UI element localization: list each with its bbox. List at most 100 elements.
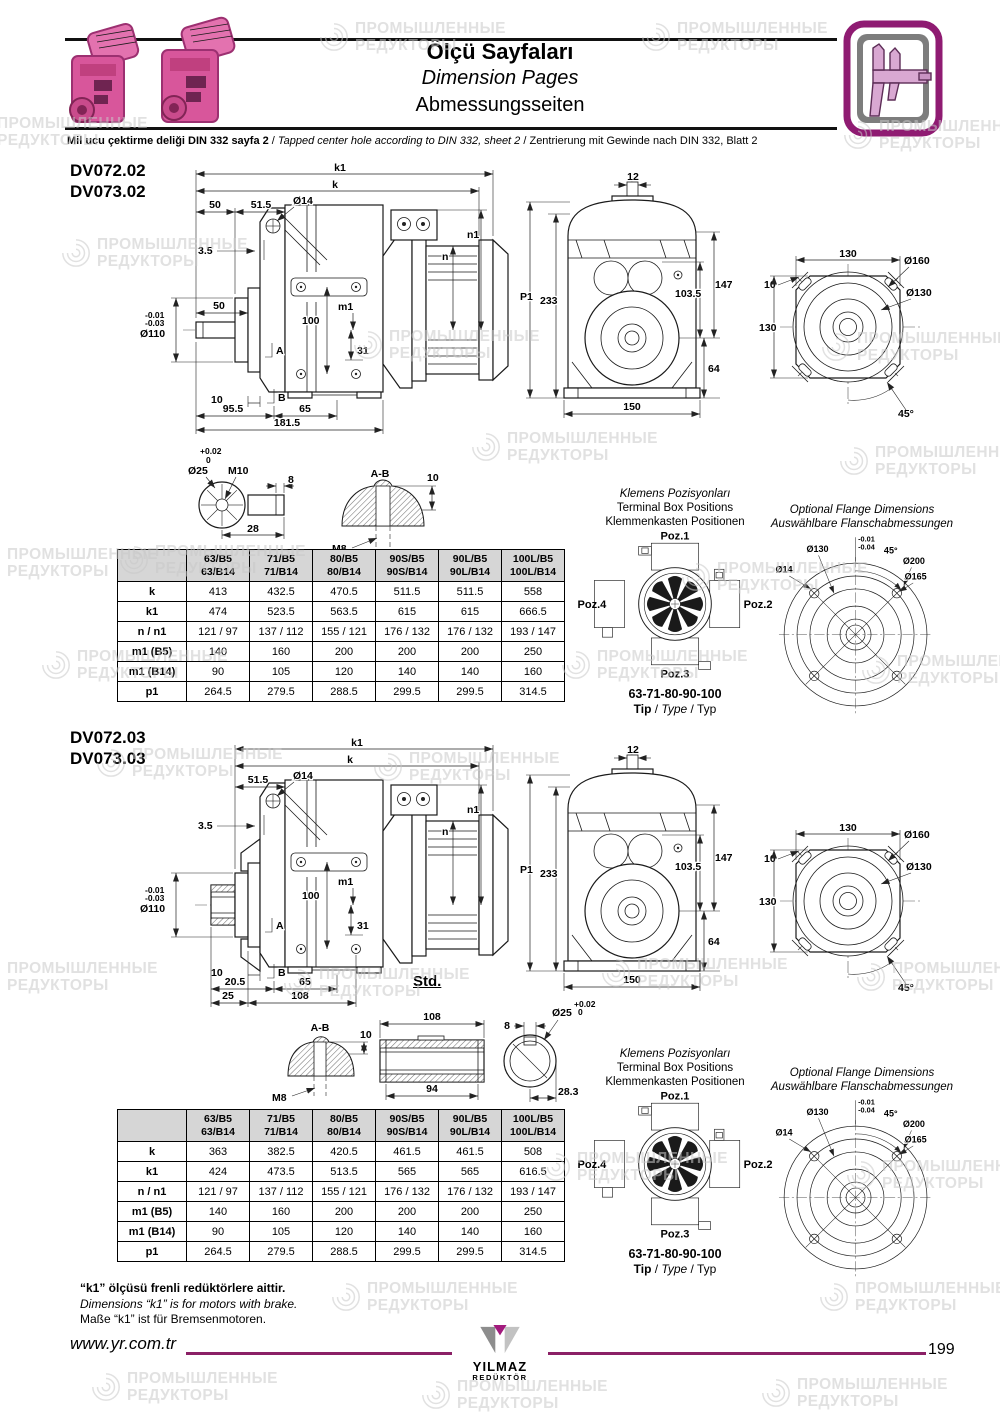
dim-m1: m1 — [338, 876, 353, 888]
dim-dia14: Ø14 — [776, 565, 793, 575]
watermark-line1: ПРОМЫШЛЕННЫЕ — [127, 1370, 278, 1387]
tip-separator: / — [687, 702, 698, 716]
table-cell: 615 — [375, 601, 439, 622]
dim-P1: P1 — [520, 291, 533, 303]
watermark-swirl-icon — [0, 961, 2, 993]
table-cell: 473.5 — [249, 1161, 313, 1182]
terminal-title-en: Terminal Box Positions — [616, 502, 734, 514]
dim-k: k — [332, 179, 338, 191]
table-cell: 200 — [438, 1201, 502, 1222]
dim-tol2: -0.03 — [145, 893, 165, 903]
table-cell: 558 — [501, 581, 565, 602]
page-title: Ölçü Sayfaları Dimension Pages Abmessung… — [290, 38, 710, 119]
table-row-header: k — [117, 581, 187, 602]
type-sizes: 63-71-80-90-100 — [628, 1247, 722, 1261]
poz1-label: Poz.1 — [661, 1090, 690, 1102]
table-cell: 288.5 — [312, 681, 376, 702]
dim-AB: A-B — [311, 1022, 330, 1034]
table-cell: 120 — [312, 1221, 376, 1242]
tip-de: Typ — [697, 702, 717, 716]
table-cell: 140 — [375, 1221, 439, 1242]
dim-tol1: -0.01 — [145, 310, 165, 320]
gearmotor-photos — [69, 16, 236, 123]
dim-A: A — [276, 345, 284, 357]
din-note-en: Tapped center hole according to DIN 332,… — [277, 135, 521, 147]
shaft-end-detail-1: +0.02 0 Ø25 M10 8 28 — [187, 445, 295, 539]
motor-outline — [382, 784, 509, 964]
bore-section: 8 Ø25 +0.02 0 28.3 — [503, 998, 597, 1102]
table-cell: 299.5 — [375, 1241, 439, 1262]
fan-blades — [646, 575, 704, 633]
dim-45: 45° — [884, 1109, 898, 1119]
table-cell: 470.5 — [312, 581, 376, 602]
dim-tol1: -0.01 — [858, 535, 875, 544]
model-number: DV072.02 — [70, 161, 146, 180]
front-view-drawing-1: 12 P1 233 147 103.5 64 150 — [519, 170, 734, 418]
table-cell: 137 / 112 — [249, 621, 313, 642]
dim-n1: n1 — [467, 229, 479, 241]
table-cell: 200 — [312, 641, 376, 662]
dim-65: 65 — [299, 976, 311, 988]
dim-k1: k1 — [351, 737, 363, 749]
title-english: Dimension Pages — [421, 67, 579, 89]
optional-flange-diagram: -0.01 -0.04 Ø130 45° Ø14 Ø200 Ø165 — [774, 534, 933, 716]
watermark-line2: РЕДУКТОРЫ — [457, 1395, 559, 1412]
terminal-title-de: Klemmenkasten Positionen — [605, 516, 745, 528]
footnote-tr: “k1” ölçüsü frenli redüktörlere aittir. — [80, 1281, 286, 1295]
table-cell: 616.5 — [501, 1161, 565, 1182]
poz4-label: Poz.4 — [577, 1159, 607, 1171]
table-cell: 200 — [375, 1201, 439, 1222]
dim-150: 150 — [623, 401, 641, 413]
table-row-header: m1 (B5) — [117, 1201, 187, 1222]
dim-147: 147 — [715, 852, 733, 864]
terminal-box-diagram: Poz.1 Poz.2 Poz.3 Poz.4 — [577, 1090, 772, 1240]
dim-tol2: 0 — [578, 1007, 583, 1017]
dim-8: 8 — [504, 1020, 510, 1032]
dim-dia130: Ø130 — [807, 1107, 829, 1117]
table-row-header: p1 — [117, 1241, 187, 1262]
caliper-glyph — [869, 43, 932, 117]
keyway-detail-1: A-B 10 M8 — [331, 467, 440, 557]
table-cell: 314.5 — [501, 681, 565, 702]
keyway-section: A-B 10 M8 — [271, 1021, 373, 1106]
dim-dia25: Ø25 — [552, 1007, 572, 1019]
table-cell: 511.5 — [438, 581, 502, 602]
table-cell: 508 — [501, 1141, 565, 1162]
dim-dia14: Ø14 — [293, 195, 313, 207]
table-cell: 511.5 — [375, 581, 439, 602]
tip-tr: Tip — [633, 1262, 652, 1276]
bolt-holes — [809, 1151, 902, 1244]
watermark-line2: РЕДУКТОРЫ — [367, 1297, 469, 1314]
dimensions: 130 10 130 Ø160 Ø130 45° — [758, 821, 933, 996]
dim-dia165: Ø165 — [905, 1134, 927, 1144]
table-cell: 474 — [186, 601, 250, 622]
gearbox-outline — [210, 779, 384, 974]
side-view-drawing-2: k1 k 51.5 Ø14 3.5 -0.01 -0.03 Ø110 100 m… — [139, 736, 509, 1007]
terminal-title-tr: Klemens Pozisyonları — [619, 488, 731, 500]
dim-147: 147 — [715, 279, 733, 291]
watermark-swirl-icon — [92, 1373, 120, 1401]
logo-text-yilmaz: YILMAZ — [472, 1359, 528, 1374]
dim-130-left: 130 — [759, 896, 777, 908]
dim-181-5: 181.5 — [274, 417, 300, 429]
watermark-line2: РЕДУКТОРЫ — [855, 1297, 957, 1314]
table-cell: 160 — [501, 661, 565, 682]
watermark-swirl-icon — [422, 1381, 450, 1409]
table-cell: 314.5 — [501, 1241, 565, 1262]
poz2-label: Poz.2 — [744, 599, 773, 611]
tip-en: Type — [661, 1262, 688, 1276]
table-corner-cell — [117, 549, 187, 582]
dim-20-5: 20.5 — [225, 976, 246, 988]
dim-130-left: 130 — [759, 322, 777, 334]
